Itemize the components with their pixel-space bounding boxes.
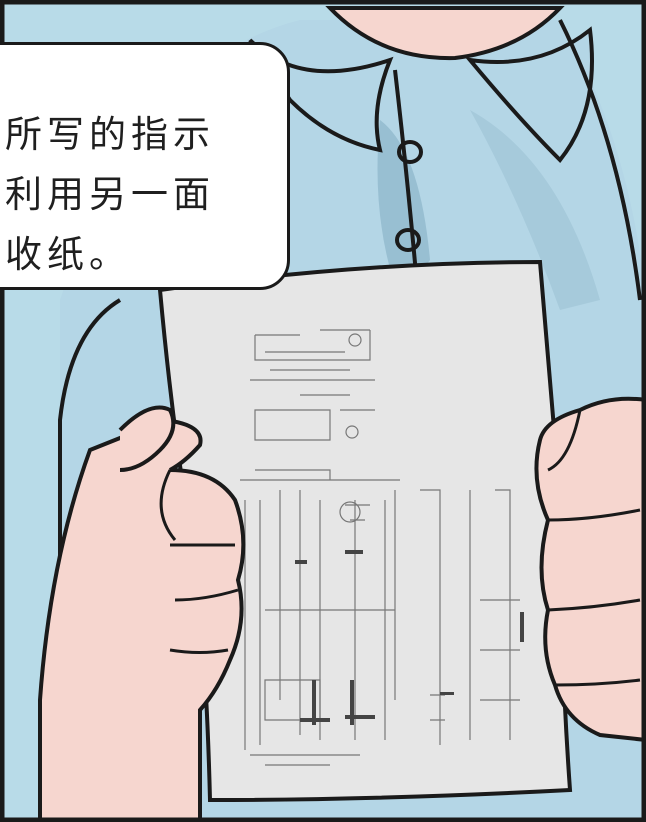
speech-line-1: 他所写的指示: [0, 113, 215, 156]
collar-right: [465, 26, 594, 163]
shirt-outline-right: [558, 19, 642, 301]
button-icon: [397, 140, 423, 164]
speech-bubble: 他所写的指示 是利用另一面 回收纸。: [0, 42, 290, 290]
speech-line-2: 是利用另一面: [0, 173, 215, 216]
left-hand: [38, 417, 246, 822]
blueprint-drawing: [240, 329, 520, 766]
shirt-outline-left: [58, 298, 122, 822]
left-finger-lines: [159, 469, 239, 654]
left-thumb: [118, 405, 176, 472]
button-icon: [395, 228, 421, 252]
shirt-shadow-2: [470, 110, 600, 310]
right-finger-lines: [547, 409, 641, 687]
blueprint-dark-marks: [295, 550, 524, 725]
neck: [325, 6, 565, 61]
shirt-shadow: [377, 120, 430, 300]
speech-line-3: 回收纸。: [0, 233, 131, 276]
